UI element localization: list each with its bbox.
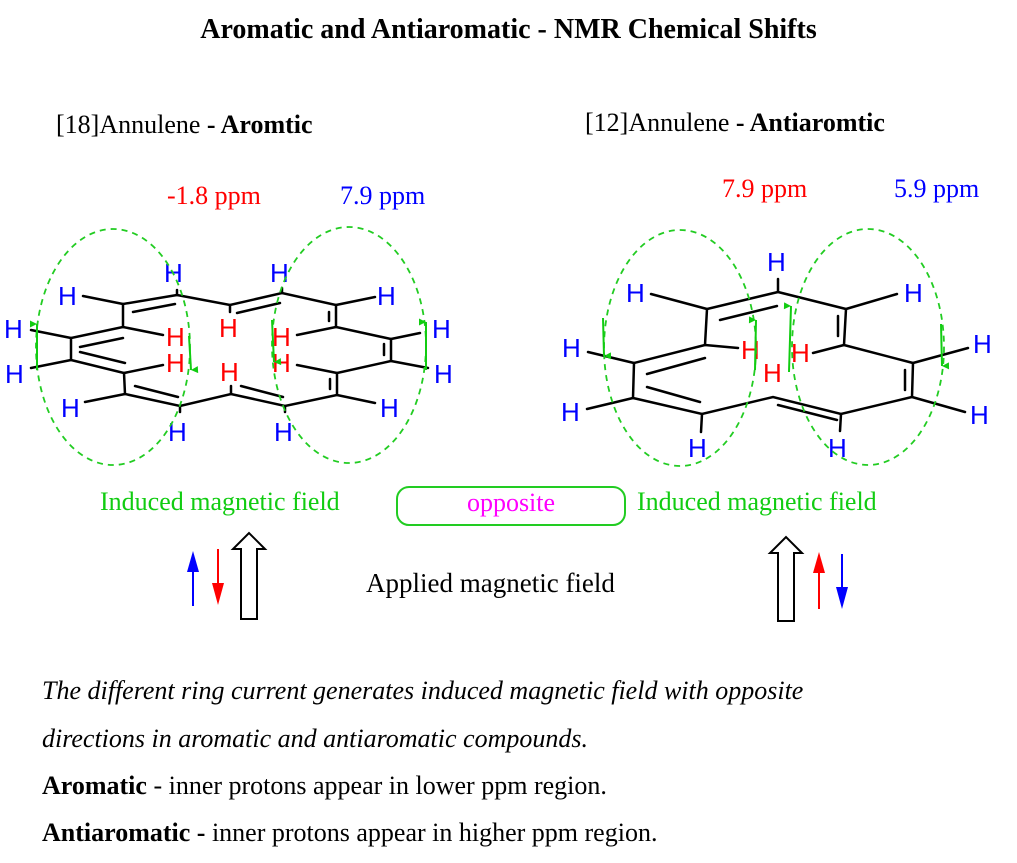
outer-proton-label: H: [970, 400, 989, 430]
explanation-line-1: The different ring current generates ind…: [42, 676, 803, 706]
aromatic-term: Aromatic: [42, 771, 147, 800]
annulene18-inner-shift: -1.8 ppm: [167, 181, 261, 210]
annulene18-inner-protons: H H H H H H: [166, 313, 291, 387]
outer-proton-label: H: [561, 397, 580, 427]
outer-proton-label: H: [380, 393, 399, 423]
outer-proton-label: H: [5, 359, 24, 389]
annulene18-field-arrows: [30, 318, 427, 374]
outer-proton-label: H: [168, 417, 187, 447]
outer-proton-label: H: [434, 359, 453, 389]
annulene12-outer-shift: 5.9 ppm: [894, 174, 980, 203]
annulene18-separator: -: [200, 110, 221, 139]
outer-proton-label: H: [274, 417, 293, 447]
page-title: Aromatic and Antiaromatic - NMR Chemical…: [200, 14, 817, 45]
annulene18-outer-protons: H H H H H H H H H H H H: [4, 258, 453, 447]
aromatic-field-arrows: [187, 531, 268, 620]
inner-proton-label: H: [220, 357, 239, 387]
annulene18-title: [18]Annulene - Aromtic: [56, 110, 313, 140]
explanation-line-2: directions in aromatic and antiaromatic …: [42, 724, 588, 754]
opposite-label: opposite: [466, 488, 556, 517]
explanation-text: directions in aromatic and antiaromatic …: [42, 724, 588, 753]
applied-field-label: Applied magnetic field: [366, 568, 615, 598]
green-down-arrow: [602, 317, 612, 360]
blue-down-arrow-head: [836, 587, 848, 609]
inner-proton-label: H: [741, 335, 760, 365]
green-up-arrow: [748, 316, 757, 371]
outer-proton-label: H: [58, 281, 77, 311]
annulene12-structure: [585, 277, 970, 434]
annulene18-induced-field-label: Induced magnetic field: [100, 487, 340, 516]
inner-proton-label: H: [272, 322, 291, 352]
opposite-box: [396, 486, 626, 526]
inner-proton-label: H: [166, 348, 185, 378]
explanation-text: The different ring current generates ind…: [42, 676, 804, 705]
applied-field-hollow-arrow: [230, 531, 268, 620]
outer-proton-label: H: [377, 281, 396, 311]
outer-proton-label: H: [432, 314, 451, 344]
applied-field-hollow-arrow: [767, 535, 805, 622]
annulene12-separator: -: [729, 108, 750, 137]
induced-field-loop-right: [791, 228, 945, 466]
annulene12-field-arrows: [602, 302, 950, 373]
blue-up-arrow-head: [187, 551, 199, 572]
green-down-arrow: [940, 323, 950, 370]
outer-proton-label: H: [904, 278, 923, 308]
outer-proton-label: H: [270, 258, 289, 288]
annulene12-induced-field-label: Induced magnetic field: [637, 487, 877, 516]
annulene12-inner-shift: 7.9 ppm: [722, 174, 808, 203]
antiaromatic-field-arrows: [767, 535, 848, 622]
aromatic-rule-text: - inner protons appear in lower ppm regi…: [146, 771, 607, 800]
antiaromatic-separator: -: [190, 818, 212, 847]
green-down-arrow: [271, 319, 282, 366]
red-up-arrow-head: [813, 552, 825, 573]
annulene18-structure: [29, 286, 430, 414]
inner-proton-label: H: [219, 313, 238, 343]
annulene18-name: [18]Annulene: [56, 110, 201, 139]
antiaromatic-rule: Antiaromatic - inner protons appear in h…: [42, 818, 657, 848]
annulene12-name: [12]Annulene: [585, 108, 730, 137]
annulene18-outer-shift: 7.9 ppm: [340, 181, 426, 210]
outer-proton-label: H: [562, 333, 581, 363]
annulene18-induced-field-loops: [35, 226, 427, 466]
red-down-arrow-head: [212, 583, 224, 605]
annulene12-outer-protons: H H H H H H H H H: [561, 247, 992, 463]
annulene12-inner-protons: H H H: [741, 335, 810, 388]
outer-proton-label: H: [828, 433, 847, 463]
outer-proton-label: H: [973, 329, 992, 359]
outer-proton-label: H: [767, 247, 786, 277]
green-down-arrow: [188, 335, 199, 374]
outer-proton-label: H: [626, 278, 645, 308]
outer-proton-label: H: [61, 393, 80, 423]
green-up-arrow: [783, 302, 792, 373]
aromatic-rule: Aromatic - inner protons appear in lower…: [42, 771, 607, 801]
inner-proton-label: H: [763, 358, 782, 388]
induced-field-loop-right: [271, 226, 427, 464]
annulene18-classification: Aromtic: [220, 110, 313, 139]
outer-proton-label: H: [4, 314, 23, 344]
inner-proton-label: H: [791, 338, 810, 368]
outer-proton-label: H: [688, 433, 707, 463]
antiaromatic-rule-text: inner protons appear in higher ppm regio…: [211, 818, 658, 847]
annulene12-classification: Antiaromtic: [749, 108, 885, 137]
annulene12-title: [12]Annulene - Antiaromtic: [585, 108, 885, 138]
antiaromatic-term: Antiaromatic: [42, 818, 191, 847]
inner-proton-label: H: [166, 322, 185, 352]
inner-proton-label: H: [272, 348, 291, 378]
